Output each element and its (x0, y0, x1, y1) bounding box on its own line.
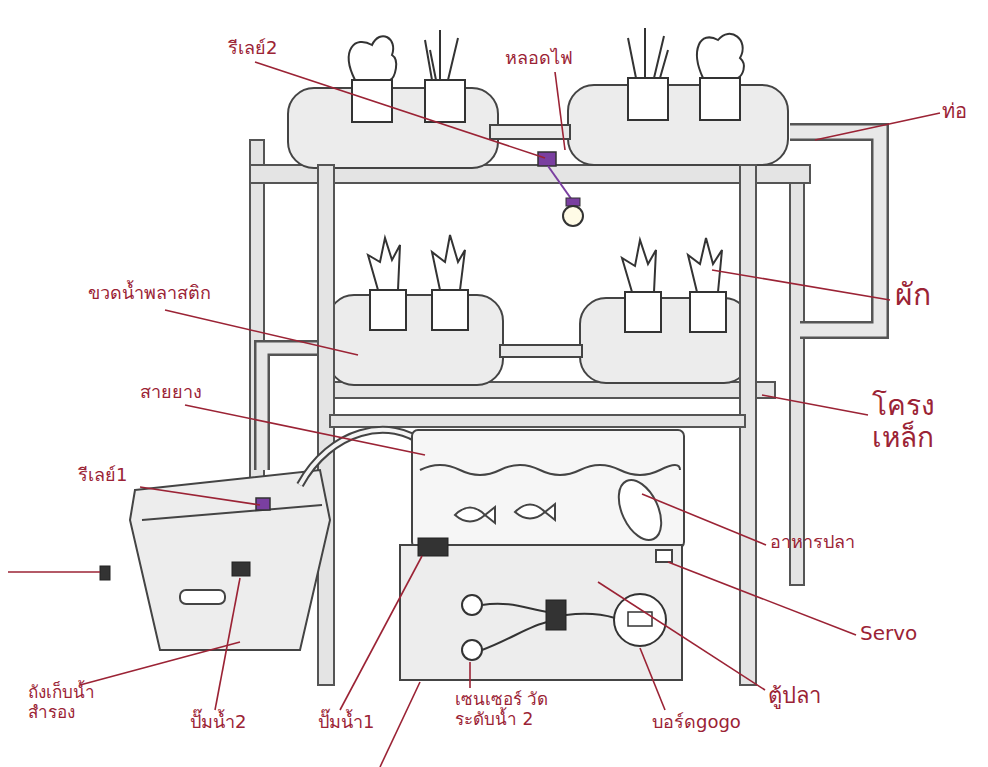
servo (656, 550, 672, 562)
sensor-1 (100, 566, 110, 580)
frame-bar (330, 415, 745, 427)
leader-lines (8, 62, 940, 767)
reserve-tank (130, 470, 330, 650)
leader-line (80, 642, 240, 685)
water-pump-1 (418, 538, 448, 556)
tank-handle (180, 590, 225, 604)
part-label: ท่อ (942, 100, 967, 123)
part-label: บอร์ดgogo (652, 712, 741, 733)
leader-line (815, 113, 940, 140)
leader-line (140, 487, 260, 505)
fish (455, 507, 495, 523)
leader-line (712, 270, 890, 300)
hose (300, 430, 425, 485)
plant-cup (432, 290, 468, 330)
part-label: อาหารปลา (770, 532, 855, 553)
leader-line (380, 682, 420, 767)
leader-line (598, 582, 765, 690)
leader-line (8, 571, 100, 573)
light-bulb (563, 206, 583, 226)
fish (515, 504, 555, 520)
fish-tank (400, 545, 682, 680)
pipe-outline (790, 132, 880, 330)
part-label: รีเลย์1 (78, 465, 127, 486)
relay-2 (538, 152, 556, 166)
fish-food-bottle (610, 473, 670, 546)
connector-clip (546, 600, 566, 630)
leader-line (642, 494, 766, 545)
leader-line (185, 405, 425, 455)
bulb-cap (566, 198, 580, 206)
tank-rim (142, 505, 322, 520)
plant-cup (625, 292, 661, 332)
part-label: ขวดน้ำพลาสติก (88, 283, 211, 304)
water-pump-2 (232, 562, 250, 576)
lettuce (697, 34, 744, 78)
plastic-bottle (328, 295, 503, 385)
sensor-2 (462, 640, 482, 660)
part-label: Servo (860, 622, 917, 645)
part-label: ตู้ปลา (768, 683, 821, 708)
sensor-2 (462, 595, 482, 615)
water-wave (420, 465, 680, 475)
leader-line (215, 578, 240, 710)
part-label: ผัก (895, 278, 931, 313)
part-label: ปั๊มน้ำ1 (318, 712, 374, 733)
leader-line (668, 562, 856, 635)
plant-cup (690, 292, 726, 332)
leader-line (555, 72, 565, 150)
lettuce (349, 36, 396, 80)
frame-leg (790, 165, 804, 585)
plant-cup (425, 80, 465, 122)
leader-line (340, 556, 422, 710)
plastic-bottle (568, 85, 788, 165)
plant-cup (700, 78, 740, 120)
leader-line (762, 395, 868, 415)
part-label: รีเลย์2 (228, 38, 277, 59)
plant-cup (370, 290, 406, 330)
part-label: ถังเก็บน้ำ สำรอง (28, 683, 123, 722)
bottle-joint (490, 125, 570, 139)
bottle-joint (500, 345, 582, 357)
leader-line (640, 648, 665, 710)
onion-leaves (425, 30, 458, 80)
leader-line (165, 310, 358, 355)
vegetable (368, 235, 465, 290)
part-label: สายยาง (140, 382, 202, 403)
fish-tank-water (412, 430, 684, 548)
onion-leaves (628, 28, 668, 78)
leader-line (469, 662, 471, 688)
part-label: โครงเหล็ก (872, 390, 988, 454)
plant-cup (628, 78, 668, 120)
part-label: ปั๊มน้ำ2 (190, 712, 246, 733)
pipe (790, 132, 880, 330)
vegetable (622, 238, 722, 292)
wire (548, 166, 572, 200)
part-label: เซนเซอร์ วัดระดับน้ำ 2 (455, 690, 580, 729)
part-label: หลอดไฟ (505, 48, 573, 69)
hose (300, 430, 425, 485)
leader-line (255, 62, 545, 158)
